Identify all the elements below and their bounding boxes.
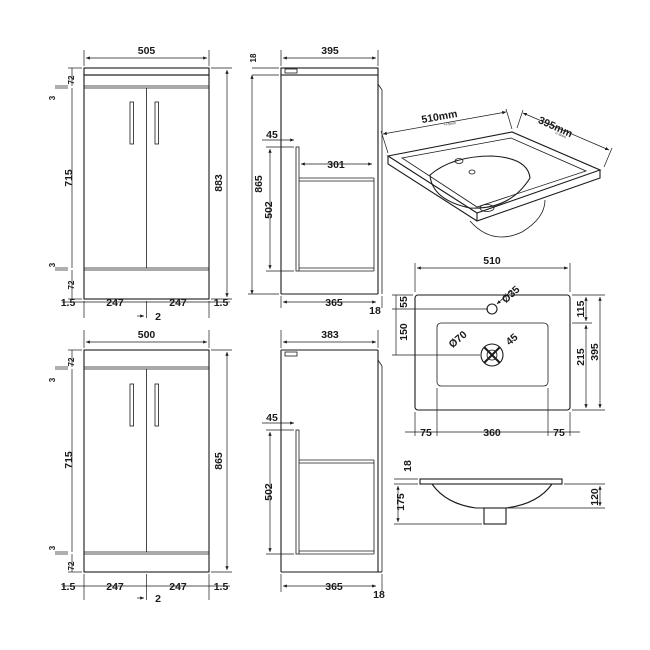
front-bottom-gap-3b-label: 3 — [48, 545, 57, 550]
front-bottom-door-left-label: 247 — [106, 581, 124, 593]
front-bottom-plinth-label: 72 — [67, 561, 76, 570]
basin-waste-outlet — [483, 507, 507, 525]
tap-offset-label: 55 — [398, 296, 410, 308]
front-bottom-gap-3-label: 3 — [48, 377, 57, 382]
tap-hole-iso — [454, 158, 464, 164]
side-worktop — [280, 67, 379, 76]
side-top-shelf-depth-label: 301 — [327, 159, 345, 171]
front-bottom-door-height-label: 715 — [63, 451, 75, 469]
side-top-base-back-label: 18 — [369, 305, 381, 317]
front-top-door-height-label: 715 — [63, 169, 75, 187]
door-handle-right — [154, 101, 159, 145]
basin-iso-width-tol: +/-5mm — [444, 121, 457, 127]
front-bottom-width-label: 500 — [138, 329, 156, 341]
left-margin-label: 75 — [420, 427, 432, 439]
front-top-gap-3b-label: 3 — [48, 262, 57, 267]
basin-rim — [419, 478, 563, 485]
basin-isometric-view: 510mm +/-5mm 395mm +/-5mm — [380, 108, 613, 238]
tap-hole-plan — [486, 303, 498, 315]
side-bottom-base-depth-label: 365 — [325, 581, 343, 593]
side-top-base-depth-label: 365 — [325, 297, 343, 309]
bowl-front-label: 150 — [398, 323, 410, 341]
side-bottom-base-back-label: 18 — [373, 589, 385, 601]
front-top-door-left-label: 247 — [106, 297, 124, 309]
basin-rim-label: 18 — [402, 460, 414, 472]
side-top-inner-height-label: 502 — [263, 201, 275, 219]
front-top-center-gap-label: 2 — [155, 311, 161, 323]
front-bottom-door-right-label: 247 — [169, 581, 187, 593]
worktop-bracket — [284, 68, 298, 74]
front-top-edge-left-label: 1.5 — [61, 297, 76, 309]
side-bottom-inner-height-label: 502 — [263, 483, 275, 501]
front-bottom-edge-left-label: 1.5 — [61, 581, 76, 593]
basin-total-height-label: 175 — [395, 493, 407, 511]
basin-iso-depth-label: 395mm — [536, 114, 574, 140]
back-dim-label: 115 — [575, 300, 587, 317]
front-top-total-height-label: 883 — [213, 174, 225, 192]
side-view-top: 395 18 865 45 301 502 365 18 — [248, 45, 383, 317]
right-dim-label: 215 — [575, 348, 587, 366]
side-top-depth-label: 395 — [321, 45, 339, 57]
door-handle-right-b — [154, 383, 159, 427]
basin-plan-view: Ø35 510 55 150 Ø70 45 115 215 395 75 360… — [392, 255, 605, 439]
front-view-top: 505 72 3 715 3 72 883 1.5 247 247 1.5 2 — [48, 45, 232, 323]
basin-plan-depth-label: 395 — [589, 343, 601, 361]
worktop-outline — [83, 67, 210, 76]
side-bracket-bottom — [284, 351, 298, 357]
basin-side-view: 18 175 120 — [394, 460, 605, 525]
side-panel-edge — [295, 146, 300, 272]
side-top-thickness-label: 18 — [249, 53, 258, 62]
waste-hole-dia-label: Ø70 — [447, 329, 470, 351]
tap-hole-dia-label: Ø35 — [500, 284, 523, 306]
waste-depth-label: 45 — [504, 331, 521, 348]
front-top-gap-label: 72 — [67, 75, 76, 84]
front-top-width-label: 505 — [138, 45, 156, 57]
cabinet-outline — [83, 74, 210, 300]
cabinet-outline-bottom — [83, 349, 210, 573]
front-view-bottom: 500 72 3 715 3 72 865 1.5 247 247 1.5 2 — [48, 329, 232, 605]
side-top-height-label: 865 — [253, 175, 265, 193]
front-bottom-gap-label: 72 — [67, 357, 76, 366]
side-bottom-shelf-gap-label: 45 — [266, 412, 278, 424]
door-handle-left — [129, 101, 134, 145]
side-top-shelf-gap-label: 45 — [266, 129, 278, 141]
basin-plan-outline — [414, 294, 571, 411]
basin-iso-depth-tol: +/-5mm — [554, 131, 567, 140]
waste-hole-iso — [479, 204, 495, 212]
basin-bowl-outline — [436, 322, 549, 387]
side-panel-edge-b — [295, 429, 300, 555]
front-top-plinth-label: 72 — [67, 280, 76, 289]
right-margin-label: 75 — [553, 427, 565, 439]
front-bottom-total-height-label: 865 — [213, 452, 225, 470]
waste-hole-plan — [480, 343, 504, 367]
front-bottom-center-gap-label: 2 — [155, 593, 161, 605]
front-bottom-edge-right-label: 1.5 — [214, 581, 229, 593]
bowl-width-label: 360 — [483, 427, 501, 439]
front-top-door-right-label: 247 — [169, 297, 187, 309]
basin-bowl-depth-label: 120 — [589, 488, 601, 506]
front-top-gap-3-label: 3 — [48, 95, 57, 100]
overflow-hole-iso — [468, 169, 476, 175]
basin-plan-width-label: 510 — [483, 255, 501, 267]
front-top-edge-right-label: 1.5 — [214, 297, 229, 309]
side-view-bottom: 383 45 502 365 18 — [262, 329, 385, 601]
door-handle-left-b — [129, 383, 134, 427]
side-bottom-depth-label: 383 — [321, 329, 339, 341]
